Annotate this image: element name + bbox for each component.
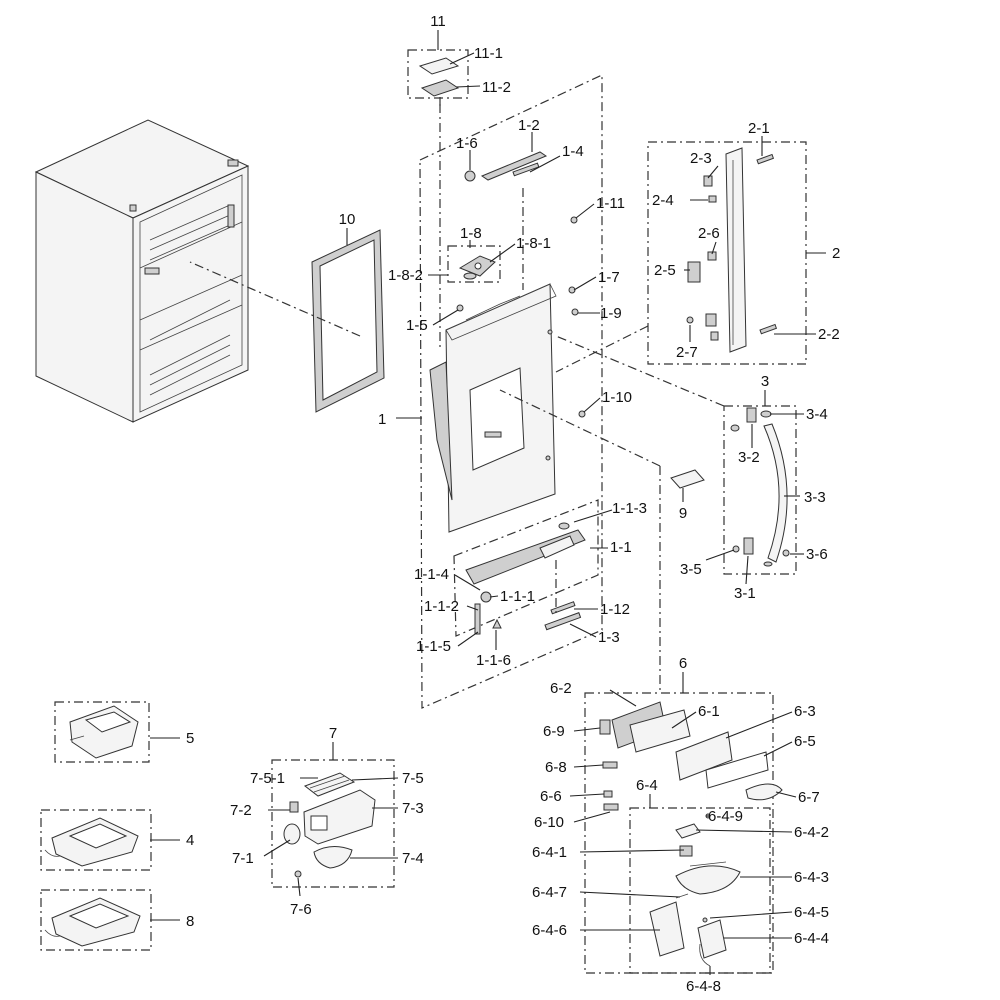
label-6: 6 (679, 655, 687, 672)
label-6-4-3: 6-4-3 (794, 869, 829, 886)
label-6-4: 6-4 (636, 777, 658, 794)
label-6-3: 6-3 (794, 703, 816, 720)
label-6-4-5: 6-4-5 (794, 904, 829, 921)
label-1-8: 1-8 (460, 225, 482, 242)
label-3-5: 3-5 (680, 561, 702, 578)
label-7-1: 7-1 (232, 850, 254, 867)
label-2-1: 2-1 (748, 120, 770, 137)
callout-labels: 11 11-1 11-2 10 1 1-2 1-6 1-4 1-11 1-8 1… (186, 13, 840, 995)
label-2-5: 2-5 (654, 262, 676, 279)
label-6-5: 6-5 (794, 733, 816, 750)
label-9: 9 (679, 505, 687, 522)
label-7-5-1: 7-5-1 (250, 770, 285, 787)
label-3-1: 3-1 (734, 585, 756, 602)
door-panel (419, 74, 603, 709)
label-6-7: 6-7 (798, 789, 820, 806)
label-1-8-1: 1-8-1 (516, 235, 551, 252)
label-1-6: 1-6 (456, 135, 478, 152)
label-3-2: 3-2 (738, 449, 760, 466)
label-3: 3 (761, 373, 769, 390)
label-3-4: 3-4 (806, 406, 828, 423)
label-7-5: 7-5 (402, 770, 424, 787)
ice-bucket-assembly (271, 759, 395, 888)
label-1-1: 1-1 (610, 539, 632, 556)
hinge-bracket-assembly (555, 141, 807, 373)
label-1-1-4: 1-1-4 (414, 566, 449, 583)
label-6-6: 6-6 (540, 788, 562, 805)
label-6-8: 6-8 (545, 759, 567, 776)
label-3-6: 3-6 (806, 546, 828, 563)
label-7-3: 7-3 (402, 800, 424, 817)
label-2: 2 (832, 245, 840, 262)
label-7: 7 (329, 725, 337, 742)
label-6-4-7: 6-4-7 (532, 884, 567, 901)
tray-5 (54, 701, 150, 763)
label-2-3: 2-3 (690, 150, 712, 167)
label-1-7: 1-7 (598, 269, 620, 286)
label-1-5: 1-5 (406, 317, 428, 334)
label-1-1-3: 1-1-3 (612, 500, 647, 517)
label-2-6: 2-6 (698, 225, 720, 242)
label-1-9: 1-9 (600, 305, 622, 322)
label-1-1-6: 1-1-6 (476, 652, 511, 669)
label-2-4: 2-4 (652, 192, 674, 209)
label-6-4-1: 6-4-1 (532, 844, 567, 861)
label-6-4-9: 6-4-9 (708, 808, 743, 825)
label-1-1-5: 1-1-5 (416, 638, 451, 655)
trim-strip (499, 389, 705, 690)
label-11: 11 (430, 13, 446, 30)
label-1-1-2: 1-1-2 (424, 598, 459, 615)
label-8: 8 (186, 913, 194, 930)
door-handle-assembly (555, 335, 797, 575)
label-2-7: 2-7 (676, 344, 698, 361)
label-6-4-2: 6-4-2 (794, 824, 829, 841)
top-cap-assembly (407, 49, 469, 110)
label-6-10: 6-10 (534, 814, 564, 831)
tray-4 (40, 809, 152, 871)
label-7-2: 7-2 (230, 802, 252, 819)
label-11-1: 11-1 (474, 45, 503, 62)
label-6-4-4: 6-4-4 (794, 930, 829, 947)
hinge-parts (447, 151, 586, 418)
door-gasket (189, 229, 385, 413)
label-6-1: 6-1 (698, 703, 720, 720)
label-1-1-1: 1-1-1 (500, 588, 535, 605)
label-4: 4 (186, 832, 194, 849)
label-1: 1 (378, 411, 386, 428)
label-10: 10 (339, 211, 356, 228)
label-7-6: 7-6 (290, 901, 312, 918)
leader-lines (150, 30, 826, 975)
label-1-2: 1-2 (518, 117, 540, 134)
label-11-2: 11-2 (482, 79, 511, 96)
tray-8 (40, 889, 152, 951)
dispenser-assembly (584, 692, 783, 974)
label-6-4-6: 6-4-6 (532, 922, 567, 939)
label-6-2: 6-2 (550, 680, 572, 697)
label-5: 5 (186, 730, 194, 747)
label-1-10: 1-10 (602, 389, 632, 406)
label-1-3: 1-3 (598, 629, 620, 646)
label-1-8-2: 1-8-2 (388, 267, 423, 284)
label-2-2: 2-2 (818, 326, 840, 343)
dispenser-cover-assembly (453, 499, 599, 637)
label-1-11: 1-11 (596, 195, 625, 212)
label-7-4: 7-4 (402, 850, 424, 867)
label-1-12: 1-12 (600, 601, 630, 618)
refrigerator-cabinet (34, 119, 250, 423)
label-6-9: 6-9 (543, 723, 565, 740)
label-3-3: 3-3 (804, 489, 826, 506)
label-6-4-8: 6-4-8 (686, 978, 721, 995)
label-1-4: 1-4 (562, 143, 584, 160)
